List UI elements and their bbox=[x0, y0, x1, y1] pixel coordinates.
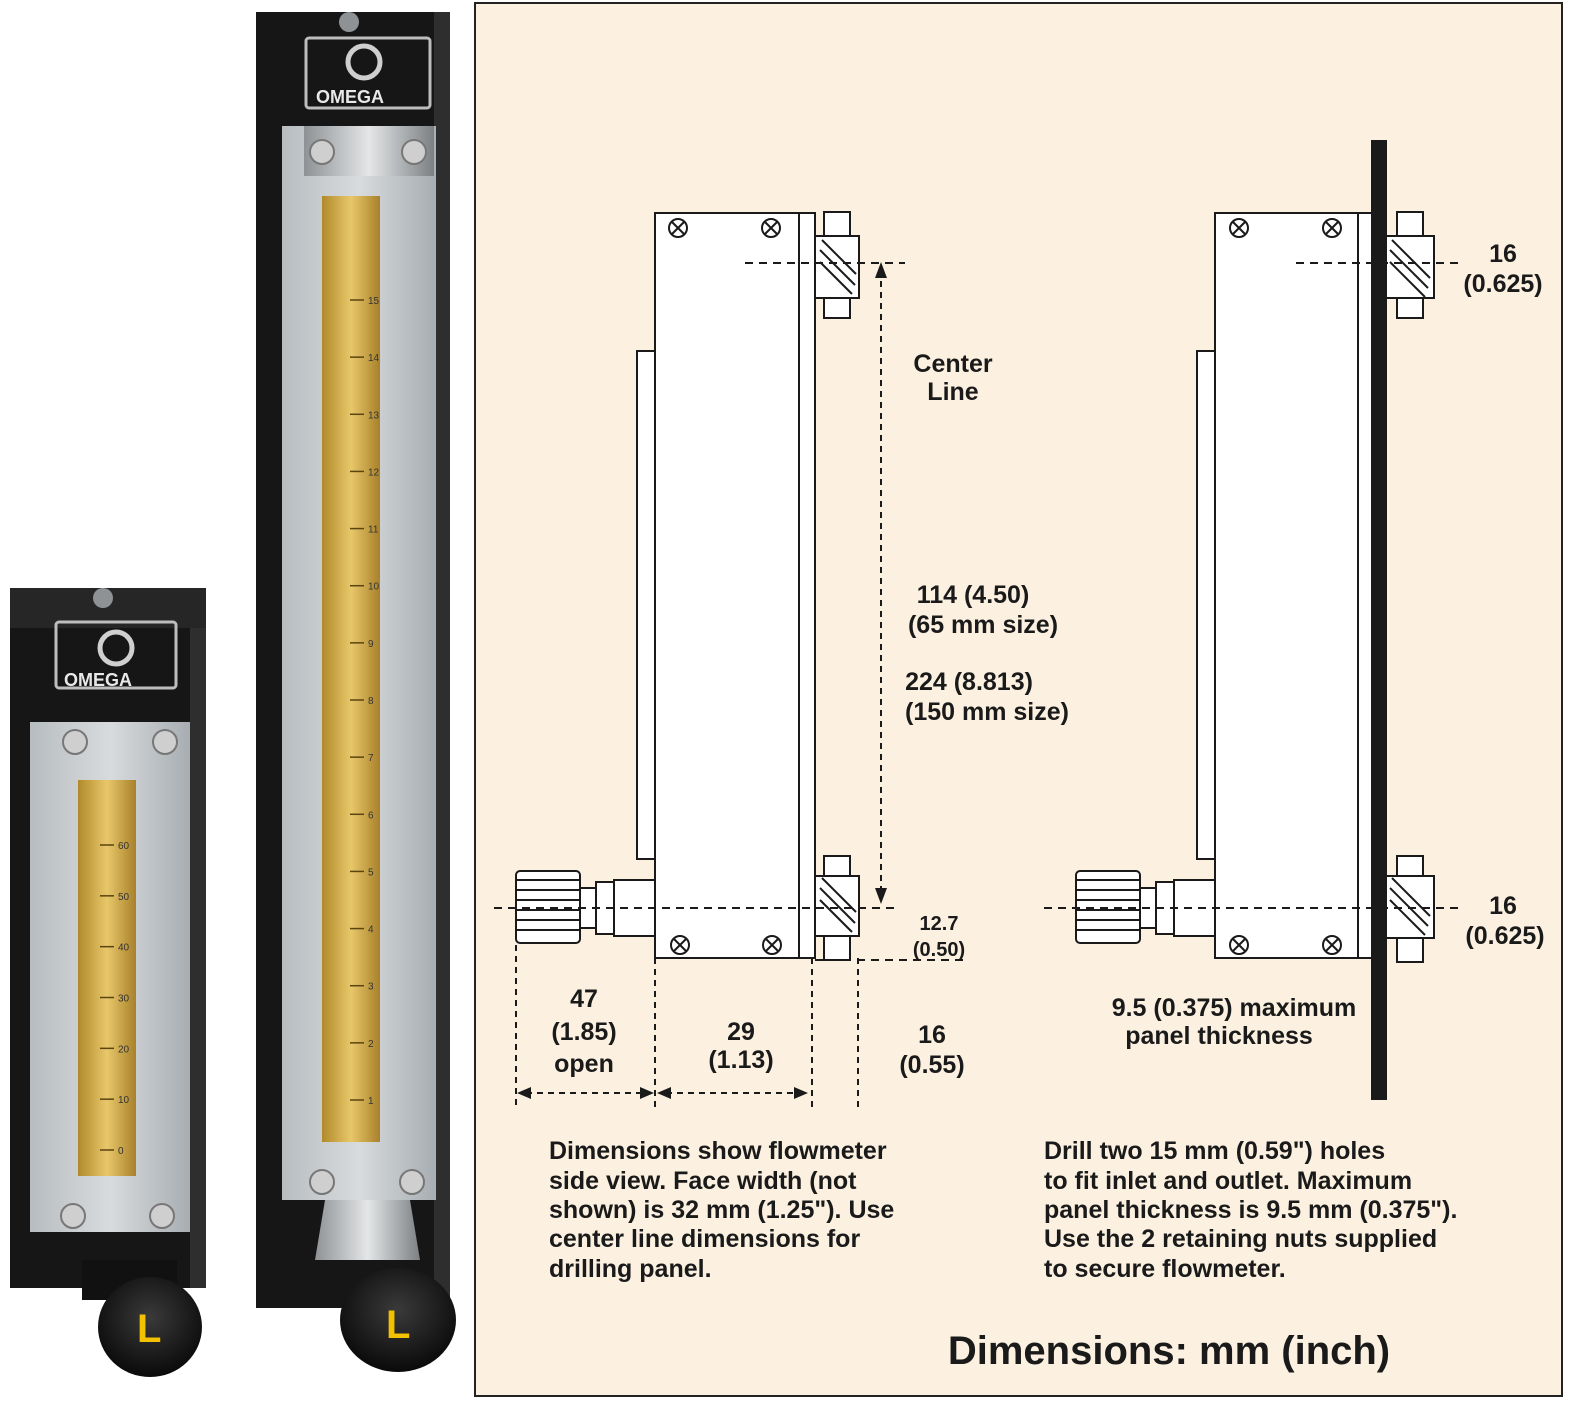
scale-label: 7 bbox=[368, 753, 374, 764]
center-line-label: Center bbox=[913, 350, 992, 378]
svg-text:Dimensions show flowmeter: Dimensions show flowmeter bbox=[549, 1137, 887, 1165]
depth-label: 29 bbox=[727, 1018, 755, 1046]
open-width-label: (1.85) bbox=[551, 1018, 616, 1046]
large-meter-scale: 15 14 13 12 11 10 9 8 7 6 5 4 3 2 1 bbox=[350, 296, 380, 1107]
small-meter-scale: 60 50 40 30 20 10 0 bbox=[100, 841, 130, 1157]
screw-icon bbox=[670, 935, 690, 955]
screw-icon bbox=[1229, 218, 1249, 238]
screw-icon bbox=[1229, 935, 1249, 955]
svg-text:Drill two 15 mm (0.59") holes: Drill two 15 mm (0.59") holes bbox=[1044, 1137, 1385, 1165]
scale-label: 1 bbox=[368, 1096, 374, 1107]
scale-label: 2 bbox=[368, 1039, 374, 1050]
svg-text:Use the 2 retaining nuts suppl: Use the 2 retaining nuts supplied bbox=[1044, 1225, 1437, 1253]
screw-icon bbox=[761, 218, 781, 238]
large-meter-brand: OMEGA bbox=[316, 87, 384, 107]
screw-icon bbox=[62, 729, 88, 755]
offset-label: (0.50) bbox=[913, 939, 965, 961]
height-65mm-label: (65 mm size) bbox=[908, 611, 1058, 639]
offset-label: 12.7 bbox=[920, 913, 959, 935]
large-knob-letter: L bbox=[386, 1303, 410, 1347]
units-title: Dimensions: mm (inch) bbox=[948, 1329, 1390, 1373]
scale-label: 3 bbox=[368, 982, 374, 993]
svg-text:center line dimensions for: center line dimensions for bbox=[549, 1225, 860, 1253]
nut-depth-label: 16 bbox=[918, 1021, 946, 1049]
scale-label: 11 bbox=[368, 525, 379, 536]
scale-label: 10 bbox=[118, 1095, 130, 1106]
screw-icon bbox=[668, 218, 688, 238]
svg-text:drilling panel.: drilling panel. bbox=[549, 1255, 712, 1283]
scale-label: 8 bbox=[368, 696, 374, 707]
scale-label: 20 bbox=[118, 1044, 130, 1055]
small-flowmeter: OMEGA 60 50 40 30 20 10 0 L bbox=[10, 588, 206, 1377]
depth-label: (1.13) bbox=[708, 1046, 773, 1074]
scale-label: 5 bbox=[368, 867, 374, 878]
screw-icon bbox=[1322, 935, 1342, 955]
open-width-label: 47 bbox=[570, 985, 598, 1013]
side-view bbox=[494, 211, 968, 1108]
open-width-label: open bbox=[554, 1050, 614, 1078]
scale-label: 13 bbox=[368, 410, 380, 421]
dimension-diagram-panel: Center Line 114 (4.50) (65 mm size) 224 … bbox=[474, 2, 1563, 1397]
scale-label: 50 bbox=[118, 892, 130, 903]
height-150mm-label: (150 mm size) bbox=[905, 698, 1069, 726]
scale-label: 6 bbox=[368, 810, 374, 821]
top-hole-label: (0.625) bbox=[1463, 270, 1542, 298]
scale-label: 14 bbox=[368, 353, 380, 364]
small-meter-knob bbox=[98, 1277, 202, 1377]
small-meter-brand: OMEGA bbox=[64, 670, 132, 690]
screw-icon bbox=[762, 935, 782, 955]
panel-view-caption: Drill two 15 mm (0.59") holes to fit inl… bbox=[1044, 1137, 1457, 1283]
scale-label: 10 bbox=[368, 582, 380, 593]
svg-text:panel thickness is 9.5 mm (0.3: panel thickness is 9.5 mm (0.375"). bbox=[1044, 1196, 1457, 1224]
svg-text:side view. Face width (not: side view. Face width (not bbox=[549, 1167, 857, 1195]
height-150mm-label: 224 (8.813) bbox=[905, 668, 1033, 696]
screw-icon bbox=[401, 139, 427, 165]
screw-icon bbox=[60, 1203, 86, 1229]
height-65mm-label: 114 (4.50) bbox=[917, 581, 1030, 609]
bottom-hole-label: (0.625) bbox=[1465, 922, 1544, 950]
bottom-hole-label: 16 bbox=[1489, 892, 1517, 920]
nut-depth-label: (0.55) bbox=[899, 1051, 964, 1079]
scale-label: 40 bbox=[118, 943, 130, 954]
panel-thickness-label: panel thickness bbox=[1125, 1022, 1313, 1050]
scale-label: 9 bbox=[368, 639, 374, 650]
small-knob-letter: L bbox=[137, 1307, 161, 1351]
scale-label: 12 bbox=[368, 467, 380, 478]
top-hole-label: 16 bbox=[1489, 240, 1517, 268]
svg-text:to fit inlet and outlet. Maxim: to fit inlet and outlet. Maximum bbox=[1044, 1167, 1412, 1195]
screw-icon bbox=[309, 1169, 335, 1195]
scale-label: 30 bbox=[118, 994, 130, 1005]
screw-icon bbox=[309, 139, 335, 165]
screw-icon bbox=[152, 729, 178, 755]
svg-text:shown) is 32 mm (1.25"). Use: shown) is 32 mm (1.25"). Use bbox=[549, 1196, 894, 1224]
large-flowmeter: OMEGA 15 14 13 12 11 10 9 8 7 6 5 4 3 2 1 L bbox=[256, 12, 456, 1372]
screw-icon bbox=[1322, 218, 1342, 238]
large-meter-knob bbox=[340, 1268, 456, 1372]
scale-label: 0 bbox=[118, 1146, 124, 1157]
scale-label: 4 bbox=[368, 925, 374, 936]
side-view-caption: Dimensions show flowmeter side view. Fac… bbox=[549, 1137, 894, 1283]
scale-label: 60 bbox=[118, 841, 130, 852]
svg-text:to secure flowmeter.: to secure flowmeter. bbox=[1044, 1255, 1286, 1283]
scale-label: 15 bbox=[368, 296, 380, 307]
center-line-label: Line bbox=[927, 378, 978, 406]
panel-mount-view bbox=[1044, 140, 1460, 1100]
panel-thickness-label: 9.5 (0.375) maximum bbox=[1112, 994, 1357, 1022]
screw-icon bbox=[149, 1203, 175, 1229]
screw-icon bbox=[399, 1169, 425, 1195]
dimension-diagram: Center Line 114 (4.50) (65 mm size) 224 … bbox=[494, 140, 1545, 1373]
